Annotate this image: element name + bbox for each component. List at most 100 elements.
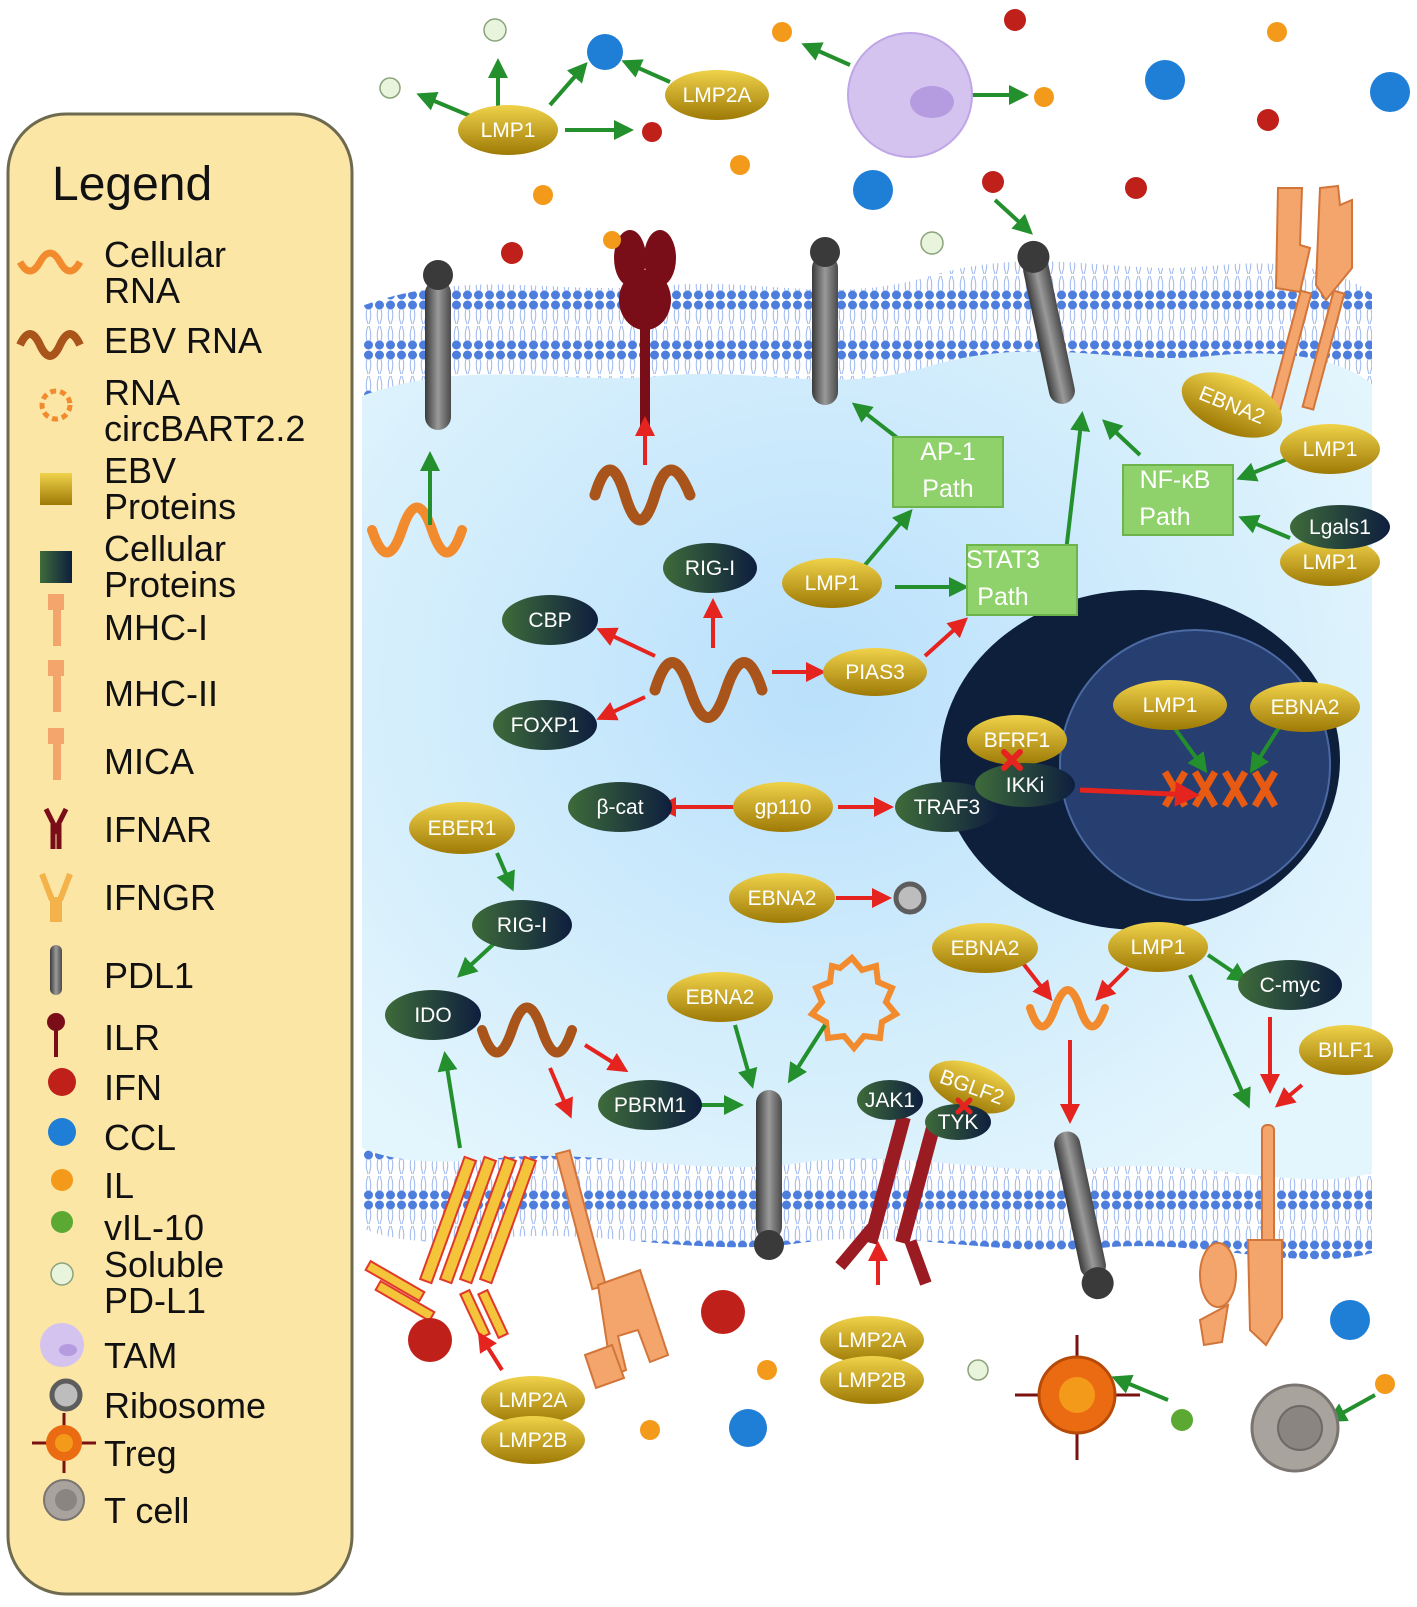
ribosome-icon (49, 1378, 83, 1412)
ifn-particle-icon (408, 1318, 452, 1362)
ebv-protein-lmp1_nuc: LMP1 (1113, 680, 1227, 730)
cell-protein-cbp: CBP (502, 595, 598, 645)
cellular-rna-icon (16, 249, 84, 275)
rna-circbart-icon (39, 388, 73, 422)
cell-protein-ido: IDO (385, 990, 481, 1040)
protein-label-lmp2b_jak: LMP2B (838, 1369, 907, 1392)
ccl-particle-icon (1145, 60, 1185, 100)
legend-label-soluble-pdl1: Soluble (104, 1244, 224, 1285)
t-cell-icon (1250, 1383, 1340, 1473)
ebv-protein-lmp2a_bottom: LMP2A (481, 1376, 585, 1424)
circbart-icon (807, 953, 901, 1053)
cell-protein-rig1_mid: RIG-I (472, 900, 572, 950)
legend-label-pdl1: PDL1 (104, 955, 194, 996)
ebv-protein-lmp1_nfkb: LMP1 (1280, 424, 1380, 474)
il-particle-icon (533, 185, 553, 205)
stat3-path-label-2: Path (977, 583, 1028, 611)
ifnar-icon (43, 807, 69, 849)
pdl1-receptor (1017, 240, 1075, 404)
ebv-protein-bfrf1: BFRF1 (967, 715, 1067, 765)
mica-receptor (554, 1149, 670, 1390)
cellular-rna-icon (367, 502, 467, 558)
legend-label-cellular-proteins: Cellular (104, 528, 226, 569)
legend-label-rna-circbart: RNA (104, 372, 180, 413)
ebv-protein-lmp1_ap1: LMP1 (782, 558, 882, 608)
ap1-path-label-2: Path (922, 475, 973, 503)
il-icon (51, 1169, 73, 1191)
ifngr-icon (39, 872, 73, 922)
protein-label-lmp1_lgals: LMP1 (1303, 551, 1358, 574)
protein-label-ido: IDO (414, 1004, 451, 1027)
mhc-i-icon (48, 594, 64, 646)
legend-label-rna-circbart-2: circBART2.2 (104, 408, 305, 449)
mhc-ii-icon (48, 660, 64, 712)
protein-label-lmp2b_bottom: LMP2B (499, 1429, 568, 1452)
protein-label-foxp1: FOXP1 (511, 714, 580, 737)
nfkb-path-box: NF-κB Path (1122, 464, 1234, 536)
mica-icon (48, 728, 64, 780)
inhibition-mark-icon (955, 1097, 973, 1115)
legend-label-mhc-i: MHC-I (104, 607, 208, 648)
legend-label-tcell: T cell (104, 1490, 189, 1531)
protein-label-jak1: JAK1 (865, 1089, 915, 1112)
protein-label-rig1_top: RIG-I (685, 557, 735, 580)
cell-protein-foxp1: FOXP1 (493, 700, 597, 750)
protein-label-pbrm1: PBRM1 (614, 1094, 686, 1117)
protein-label-lmp1_nfkb: LMP1 (1303, 438, 1358, 461)
ebv-rna-icon (589, 464, 696, 526)
spdl1-particle-icon (920, 231, 944, 255)
proteins: LMP1LMP2AEBNA2LMP1LMP1LMP1PIAS3gp110EBNA… (385, 70, 1393, 1464)
protein-label-ebna2_ribo: EBNA2 (748, 887, 817, 910)
legend-label-ifnar: IFNAR (104, 809, 212, 850)
legend-label-ebv-proteins-2: Proteins (104, 486, 236, 527)
cell-protein-rig1_top: RIG-I (663, 543, 757, 593)
ap1-path-label: AP-1 (920, 438, 976, 466)
ifn-particle-icon (982, 171, 1004, 193)
spdl1-particle-icon (967, 1359, 989, 1381)
protein-label-lmp1_top: LMP1 (481, 119, 536, 142)
nfkb-path-label-2: Path (1139, 503, 1190, 531)
protein-label-bcat: β-cat (596, 796, 643, 819)
legend-label-tam: TAM (104, 1335, 177, 1376)
protein-label-ikki: IKKi (1006, 774, 1045, 797)
legend-label-ifn: IFN (104, 1067, 162, 1108)
ebv-protein-ebna2_mica: EBNA2 (932, 923, 1038, 973)
ifn-particle-icon (1004, 9, 1026, 31)
ebv-protein-ebna2_membrane: EBNA2 (1181, 372, 1283, 438)
ebv-protein-lmp2b_jak: LMP2B (820, 1356, 924, 1404)
cell-protein-jak1: JAK1 (857, 1080, 923, 1120)
ebv-protein-lmp1_top: LMP1 (458, 105, 558, 155)
pdl1-receptor (423, 260, 453, 430)
ebv-protein-eber1: EBER1 (409, 802, 515, 854)
cell-protein-pbrm1: PBRM1 (598, 1080, 702, 1130)
ebv-protein-ebna2_nuc: EBNA2 (1250, 682, 1360, 732)
protein-label-cbp: CBP (528, 609, 571, 632)
cellular-proteins-icon (40, 551, 72, 583)
protein-label-rig1_mid: RIG-I (497, 914, 547, 937)
cellular-rna-icon (1026, 986, 1109, 1031)
legend-label-ilr: ILR (104, 1017, 160, 1058)
spdl1-particle-icon (379, 77, 401, 99)
ebv-protein-gp110: gp110 (733, 782, 833, 832)
ebv-protein-pias3: PIAS3 (823, 648, 927, 696)
treg-cell-icon (1015, 1335, 1140, 1460)
protein-label-gp110: gp110 (755, 796, 812, 819)
cell-protein-traf3: TRAF3 (895, 782, 999, 832)
ifn-icon (48, 1068, 76, 1096)
ccl-particle-icon (1370, 72, 1410, 112)
ifn-particle-icon (642, 122, 662, 142)
ifnar-receptor (835, 1115, 943, 1286)
stat3-path-label: STAT3 (966, 546, 1040, 574)
ccl-particle-icon (587, 34, 623, 70)
protein-label-bilf1: BILF1 (1318, 1039, 1374, 1062)
il-particle-icon (1375, 1374, 1395, 1394)
protein-label-lmp1_mid: LMP1 (1131, 936, 1186, 959)
legend-label-ebv-rna: EBV RNA (104, 320, 262, 361)
ccl-particle-icon (729, 1409, 767, 1447)
protein-label-tyk: TYK (938, 1111, 979, 1134)
legend-label-cellular-proteins-2: Proteins (104, 564, 236, 605)
stat3-path-box: STAT3 Path (966, 544, 1078, 616)
ebv-rna-icon (649, 657, 768, 723)
